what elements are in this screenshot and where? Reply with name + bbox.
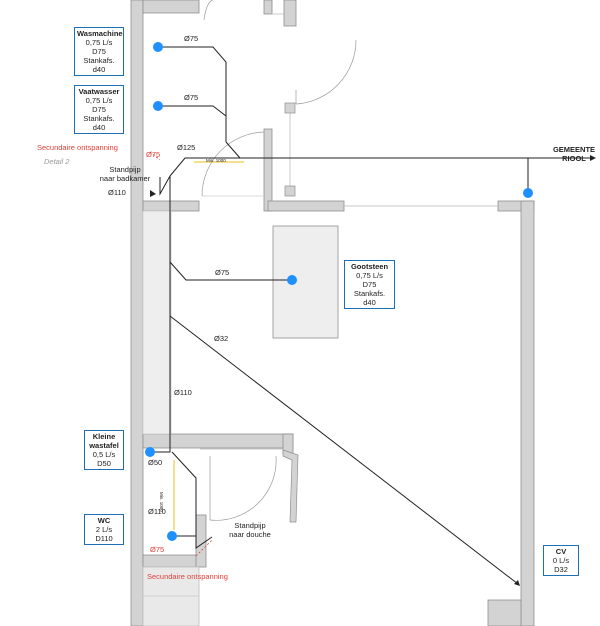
- note-line: Standpijp: [109, 165, 141, 174]
- pipe-label-vaatwasser: Ø75: [184, 93, 199, 102]
- arrow-standpijp-bad: [150, 190, 156, 197]
- wall-bottom-right-box: [487, 599, 522, 626]
- wall-toilet-bottom-post: [195, 514, 207, 568]
- label-line: D75: [362, 280, 377, 289]
- note-line: RIOOL: [562, 154, 586, 163]
- pipe-wasmachine: [158, 46, 227, 142]
- wall-left-outer: [130, 0, 144, 626]
- dimension-lines: [173, 161, 244, 530]
- label-line: Stankafs. d40: [353, 289, 386, 307]
- drain-points: [145, 42, 533, 541]
- pipes: [150, 46, 590, 585]
- pipe-shaft-vertical: [150, 176, 171, 453]
- shaft: [142, 210, 172, 435]
- dimension-label-left: Min. 1000: [159, 492, 164, 512]
- interior-lines: [143, 13, 498, 597]
- note-line: naar badkamer: [99, 174, 151, 183]
- pipe-label-125: Ø125: [177, 143, 196, 152]
- arrow-heads: [150, 155, 596, 586]
- label-line: D75: [92, 105, 106, 114]
- pipe-label-red-top: Ø75: [146, 150, 161, 159]
- point-vaatwasser: [153, 101, 163, 111]
- doors: [201, 0, 357, 521]
- label-line: 0,75 L/s: [85, 38, 113, 47]
- label-line: 2 L/s: [95, 525, 113, 534]
- pipe-label-main: Ø110: [174, 388, 192, 397]
- wall-top-mid-stub: [263, 0, 273, 15]
- pipe-label-red-bottom: Ø75: [150, 545, 165, 554]
- pipe-label-standpijp: Ø110: [108, 188, 126, 197]
- counter-sink-area: [272, 225, 339, 339]
- pipe-main-horizontal: [169, 157, 528, 177]
- pipe-label-gootsteen: Ø75: [215, 268, 230, 277]
- label-wc-title: WC: [97, 516, 111, 525]
- label-line: D110: [95, 534, 113, 543]
- pipe-douche: [195, 536, 213, 549]
- label-wastafel-title: Kleine wastafel: [89, 432, 119, 450]
- label-line: D75: [92, 47, 106, 56]
- label-kleine-wastafel: Kleine wastafel 0,5 L/s D50: [84, 430, 124, 470]
- label-vaatwasser: Vaatwasser 0,75 L/s D75 Stankafs. d40: [74, 85, 124, 134]
- pipe-standpijp-bad: [159, 175, 171, 196]
- pipe-gootsteen: [169, 261, 292, 281]
- label-line: Stankafs. d40: [83, 114, 115, 132]
- wall-kitchen-post: [263, 128, 273, 212]
- note-line: Standpijp: [234, 521, 266, 530]
- dimension-label-top: Min. 1000: [206, 158, 226, 163]
- label-gootsteen: Gootsteen 0,75 L/s D75 Stankafs. d40: [344, 260, 395, 309]
- label-vaatwasser-title: Vaatwasser: [78, 87, 120, 96]
- pipe-label-wc: Ø110: [148, 507, 166, 516]
- note-secundaire-top: Secundaire ontspanning: [37, 143, 118, 152]
- wall-top-stub: [142, 0, 200, 14]
- label-wasmachine-title: Wasmachine: [77, 29, 123, 38]
- note-secundaire-bottom: Secundaire ontspanning: [147, 572, 228, 581]
- label-wc: WC 2 L/s D110: [84, 514, 124, 545]
- arrow-riool: [590, 155, 596, 161]
- note-standpijp-douche: Standpijp naar douche: [225, 521, 275, 539]
- pipe-wc: [171, 451, 197, 537]
- label-line: D32: [554, 565, 568, 574]
- wall-right: [520, 200, 535, 626]
- wall-top-right-stub: [283, 0, 297, 27]
- point-riool: [523, 188, 533, 198]
- pipe-vaatwasser: [158, 105, 227, 117]
- point-wastafel: [145, 447, 155, 457]
- label-cv: CV 0 L/s D32: [543, 545, 579, 576]
- wall-bottom-block: [142, 566, 200, 626]
- pipe-label-cv: Ø32: [214, 334, 229, 343]
- note-standpijp-bad: Standpijp naar badkamer: [98, 165, 152, 183]
- wall-kitchen-top-mid: [267, 200, 345, 212]
- walls: [130, 0, 535, 626]
- point-gootsteen: [287, 275, 297, 285]
- label-line: 0 L/s: [552, 556, 570, 565]
- point-wasmachine: [153, 42, 163, 52]
- arrow-cv: [514, 580, 520, 586]
- label-line: 0,75 L/s: [356, 271, 383, 280]
- note-detail: Detail 2: [44, 157, 70, 166]
- note-gemeente-riool: GEMEENTE RIOOL: [551, 145, 597, 163]
- label-line: D50: [97, 459, 111, 468]
- pipe-cv: [169, 315, 519, 585]
- pipe-to-main: [225, 141, 241, 159]
- label-line: 0,75 L/s: [85, 96, 113, 105]
- label-wasmachine: Wasmachine 0,75 L/s D75 Stankafs. d40: [74, 27, 124, 76]
- wall-toilet-top: [142, 433, 294, 449]
- label-gootsteen-title: Gootsteen: [350, 262, 389, 271]
- label-line: 0,5 L/s: [92, 450, 116, 459]
- pipe-label-wasmachine: Ø75: [184, 34, 199, 43]
- note-line: GEMEENTE: [552, 145, 596, 154]
- pipe-label-wastafel: Ø50: [148, 458, 163, 467]
- point-wc: [167, 531, 177, 541]
- wall-kitchen-top-left: [142, 200, 200, 212]
- note-line: naar douche: [229, 530, 271, 539]
- label-line: Stankafs. d40: [83, 56, 115, 74]
- wall-toilet-bottom: [142, 554, 200, 568]
- label-cv-title: CV: [555, 547, 567, 556]
